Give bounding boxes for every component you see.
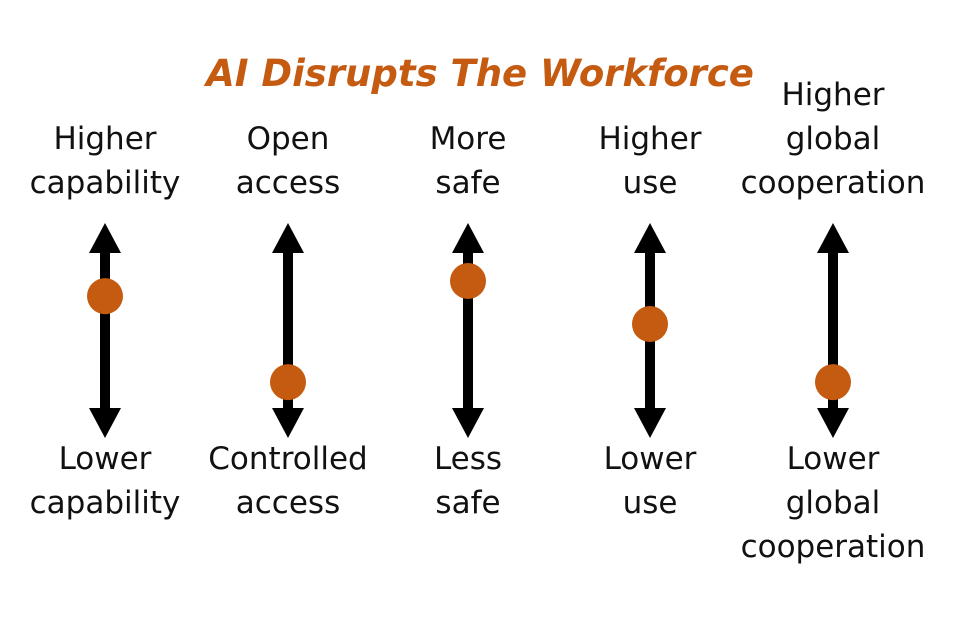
arrow-head-up (272, 223, 304, 253)
arrow-head-down (272, 408, 304, 438)
label-line: Higher (53, 121, 157, 157)
label-line: access (235, 485, 341, 521)
label-line: cooperation (740, 165, 926, 201)
bottom-label: Lower use (540, 437, 760, 525)
label-line: global (785, 485, 881, 521)
arrow-shaft (283, 251, 293, 410)
top-label: Open access (178, 117, 398, 205)
arrow-head-down (452, 408, 484, 438)
label-line: access (235, 165, 341, 201)
position-marker (450, 263, 486, 300)
label-line: capability (29, 165, 181, 201)
bottom-label: Lower capability (0, 437, 215, 525)
label-line: Controlled (208, 441, 368, 477)
label-line: Open (246, 121, 330, 157)
label-line: Lower (58, 441, 152, 477)
label-line: cooperation (740, 529, 926, 565)
arrow-head-up (452, 223, 484, 253)
top-label: Higher capability (0, 117, 215, 205)
arrow-head-down (634, 408, 666, 438)
label-line: Higher (598, 121, 702, 157)
bottom-label: Controlled access (178, 437, 398, 525)
label-line: More (429, 121, 507, 157)
label-line: use (622, 485, 678, 521)
double-arrow-icon (272, 223, 304, 438)
arrow-shaft (100, 251, 110, 410)
arrow-shaft (463, 251, 473, 410)
arrow-head-up (817, 223, 849, 253)
label-line: Lower (786, 441, 880, 477)
arrow-shaft (828, 251, 838, 410)
position-marker (632, 306, 668, 343)
label-line: Less (433, 441, 503, 477)
label-line: global (785, 121, 881, 157)
label-line: safe (435, 485, 501, 521)
arrow-head-down (89, 408, 121, 438)
label-line: capability (29, 485, 181, 521)
position-marker (270, 364, 306, 401)
bottom-label: Lower global cooperation (723, 437, 943, 569)
label-line: use (622, 165, 678, 201)
double-arrow-icon (89, 223, 121, 438)
position-marker (87, 278, 123, 315)
arrow-head-up (89, 223, 121, 253)
bottom-label: Less safe (358, 437, 578, 525)
double-arrow-icon (817, 223, 849, 438)
top-label: Higher use (540, 117, 760, 205)
label-line: Higher (781, 77, 885, 113)
double-arrow-icon (452, 223, 484, 438)
diagram-title: AI Disrupts The Workforce (206, 52, 754, 95)
arrow-head-down (817, 408, 849, 438)
position-marker (815, 364, 851, 401)
top-label: More safe (358, 117, 578, 205)
arrow-head-up (634, 223, 666, 253)
top-label: Higher global cooperation (723, 73, 943, 205)
label-line: safe (435, 165, 501, 201)
label-line: Lower (603, 441, 697, 477)
